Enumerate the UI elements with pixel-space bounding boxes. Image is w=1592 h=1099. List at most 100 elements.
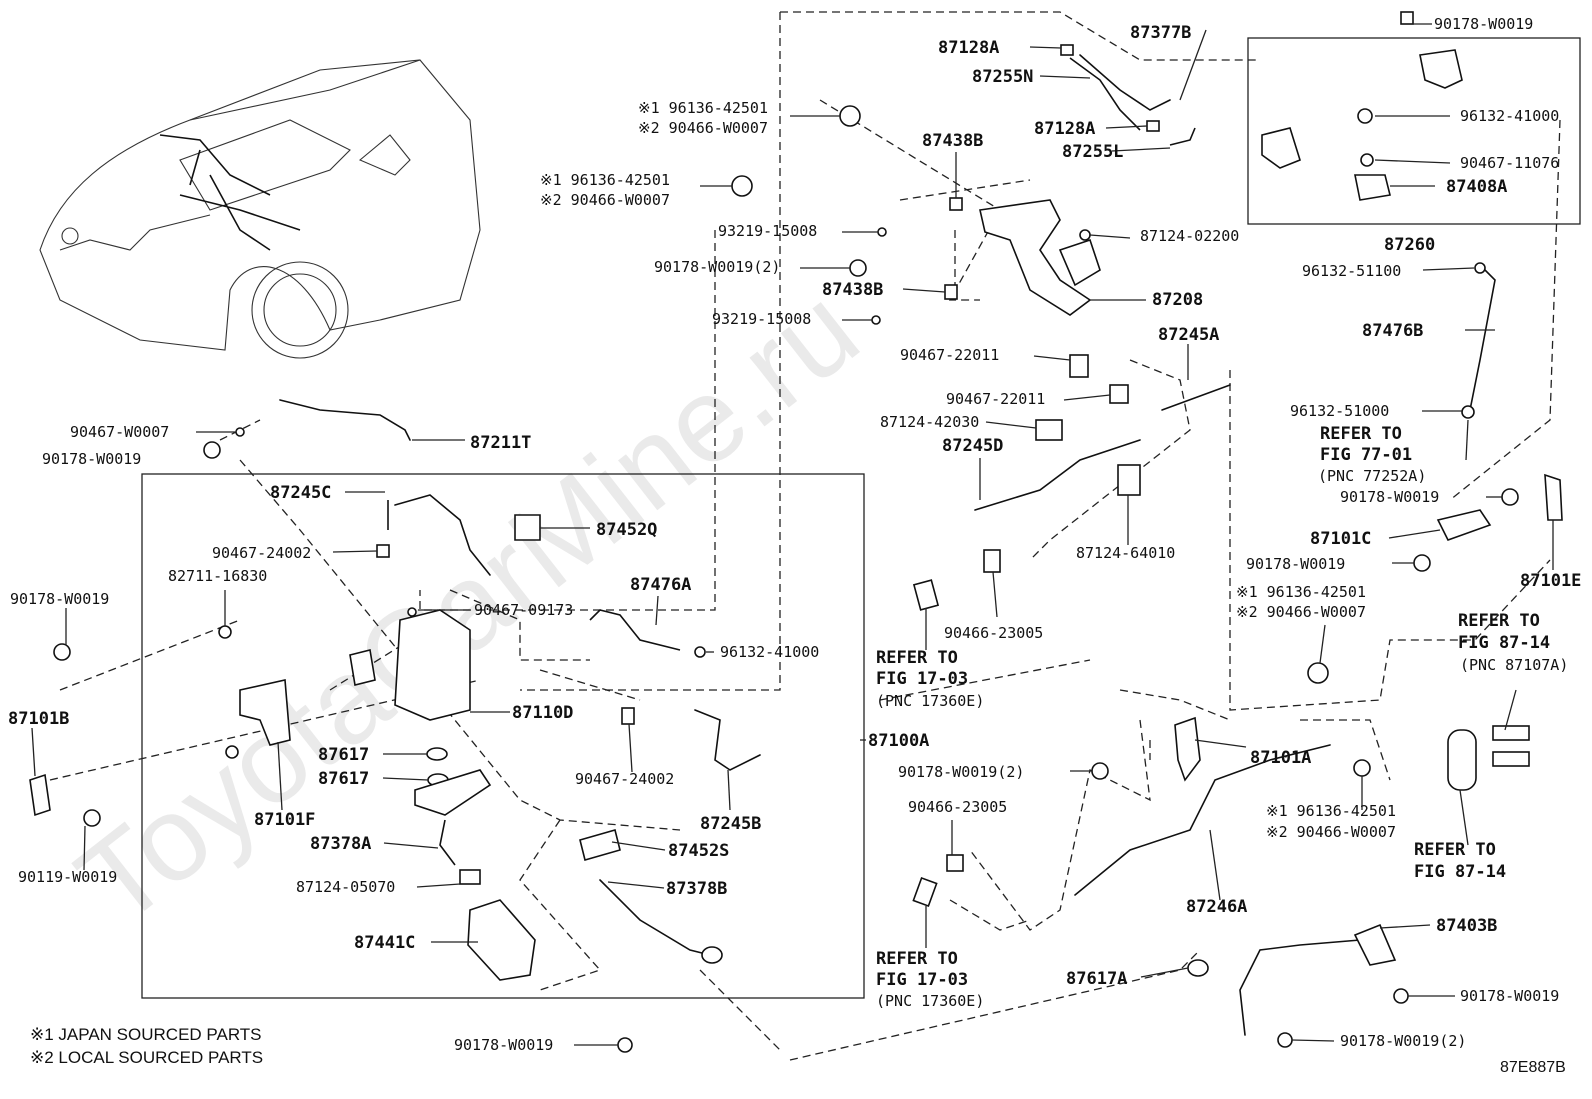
label-90178-w0019-br: 90178-W0019 xyxy=(1460,987,1559,1005)
label-90178-w0019-r1: 90178-W0019 xyxy=(1340,488,1439,506)
label-96132-51100: 96132-51100 xyxy=(1302,262,1401,280)
label-90467-24002-2: 90467-24002 xyxy=(575,770,674,788)
label-87255l: 87255L xyxy=(1062,142,1123,162)
label-96132-41000-c: 96132-41000 xyxy=(720,643,819,661)
label-87476b: 87476B xyxy=(1362,321,1423,341)
refer-8714a-line2: FIG 87-14 xyxy=(1458,633,1550,653)
label-87245b: 87245B xyxy=(700,814,761,834)
detail-87260-frame xyxy=(1247,37,1581,225)
label-87124-42030: 87124-42030 xyxy=(880,413,979,431)
refer-8714a-line1: REFER TO xyxy=(1458,611,1540,631)
refer-77-line1: REFER TO xyxy=(1320,424,1402,444)
refer-1703a-line1: REFER TO xyxy=(876,648,958,668)
label-87617a: 87617A xyxy=(1066,969,1127,989)
label-87246a: 87246A xyxy=(1186,897,1247,917)
label-87208: 87208 xyxy=(1152,290,1203,310)
label-96136-42501-c: ※1 96136-42501 xyxy=(1236,583,1366,601)
label-87260: 87260 xyxy=(1384,235,1435,255)
label-87124-02200: 87124-02200 xyxy=(1140,227,1239,245)
label-87110d: 87110D xyxy=(512,703,573,723)
label-90466-w0007-b: ※2 90466-W0007 xyxy=(540,191,670,209)
part-labels: 90178-W0019 87377B 87128A 87255N 87128A … xyxy=(8,15,1581,1054)
label-96132-51000: 96132-51000 xyxy=(1290,402,1389,420)
label-87255n: 87255N xyxy=(972,67,1033,87)
label-87245d: 87245D xyxy=(942,436,1003,456)
label-87124-64010: 87124-64010 xyxy=(1076,544,1175,562)
label-87408a: 87408A xyxy=(1446,177,1507,197)
label-87245c: 87245C xyxy=(270,483,331,503)
label-87211t: 87211T xyxy=(470,433,531,453)
label-87452s: 87452S xyxy=(668,841,729,861)
label-96136-42501-d: ※1 96136-42501 xyxy=(1266,802,1396,820)
watermark: ToyotaCarMine.ru xyxy=(54,262,883,951)
label-87101f: 87101F xyxy=(254,810,315,830)
label-93219-15008-2: 93219-15008 xyxy=(712,310,811,328)
refer-77-line3: (PNC 77252A) xyxy=(1318,467,1426,485)
label-93219-15008-1: 93219-15008 xyxy=(718,222,817,240)
refer-1703b-line1: REFER TO xyxy=(876,949,958,969)
label-87377b: 87377B xyxy=(1130,23,1191,43)
label-87452q: 87452Q xyxy=(596,520,657,540)
refer-1703a-line2: FIG 17-03 xyxy=(876,669,968,689)
label-87617-1: 87617 xyxy=(318,745,369,765)
label-90178-w0019-2a: 90178-W0019(2) xyxy=(654,258,780,276)
label-90467-09173: 90467-09173 xyxy=(474,601,573,619)
label-87101a: 87101A xyxy=(1250,748,1311,768)
label-90178-w0019-top: 90178-W0019 xyxy=(1434,15,1533,33)
part-shapes xyxy=(29,11,1563,1053)
label-90178-w0019-l2: 90178-W0019 xyxy=(10,590,109,608)
label-87101c: 87101C xyxy=(1310,529,1371,549)
label-87128a-1: 87128A xyxy=(938,38,999,58)
label-87617-2: 87617 xyxy=(318,769,369,789)
label-87403b: 87403B xyxy=(1436,916,1497,936)
refer-1703b-line2: FIG 17-03 xyxy=(876,970,968,990)
leader-lines xyxy=(31,23,1554,1046)
note-local-sourced: ※2 LOCAL SOURCED PARTS xyxy=(30,1048,263,1067)
label-90467-11076: 90467-11076 xyxy=(1460,154,1559,172)
label-90467-22011-2: 90467-22011 xyxy=(946,390,1045,408)
label-90467-22011-1: 90467-22011 xyxy=(900,346,999,364)
label-96136-42501-b: ※1 96136-42501 xyxy=(540,171,670,189)
label-96132-41000-r: 96132-41000 xyxy=(1460,107,1559,125)
label-87438b-1: 87438B xyxy=(922,131,983,151)
note-japan-sourced: ※1 JAPAN SOURCED PARTS xyxy=(30,1025,262,1044)
label-90178-w0019-bot: 90178-W0019 xyxy=(454,1036,553,1054)
label-90467-24002-1: 90467-24002 xyxy=(212,544,311,562)
label-96136-42501-a: ※1 96136-42501 xyxy=(638,99,768,117)
label-90466-w0007-a: ※2 90466-W0007 xyxy=(638,119,768,137)
label-90466-w0007-d: ※2 90466-W0007 xyxy=(1266,823,1396,841)
refer-8714b-line2: FIG 87-14 xyxy=(1414,862,1506,882)
label-87100a: 87100A xyxy=(868,731,929,751)
label-87441c: 87441C xyxy=(354,933,415,953)
refer-1703b-line3: (PNC 17360E) xyxy=(876,992,984,1010)
refer-1703a-line3: (PNC 17360E) xyxy=(876,692,984,710)
refer-8714b-line1: REFER TO xyxy=(1414,840,1496,860)
refer-8714a-line3: (PNC 87107A) xyxy=(1460,656,1568,674)
label-90467-w0007: 90467-W0007 xyxy=(70,423,169,441)
dashed-groupings xyxy=(49,11,1561,1061)
label-87438b-2: 87438B xyxy=(822,280,883,300)
label-87124-05070: 87124-05070 xyxy=(296,878,395,896)
label-90178-w0019-l1: 90178-W0019 xyxy=(42,450,141,468)
label-90466-23005-2: 90466-23005 xyxy=(944,624,1043,642)
assembly-87100A-frame xyxy=(141,473,865,999)
label-90119-w0019: 90119-W0019 xyxy=(18,868,117,886)
label-87378a: 87378A xyxy=(310,834,371,854)
label-90466-w0007-c: ※2 90466-W0007 xyxy=(1236,603,1366,621)
diagram-code: 87E887B xyxy=(1500,1059,1566,1076)
label-87245a: 87245A xyxy=(1158,325,1219,345)
label-87101b: 87101B xyxy=(8,709,69,729)
label-87128a-2: 87128A xyxy=(1034,119,1095,139)
label-87101e: 87101E xyxy=(1520,571,1581,591)
refer-77-line2: FIG 77-01 xyxy=(1320,445,1412,465)
label-90178-w0019-2b: 90178-W0019(2) xyxy=(898,763,1024,781)
label-87378b: 87378B xyxy=(666,879,727,899)
label-90178-w0019-2c: 90178-W0019(2) xyxy=(1340,1032,1466,1050)
label-82711-16830: 82711-16830 xyxy=(168,567,267,585)
label-90466-23005-1: 90466-23005 xyxy=(908,798,1007,816)
label-90178-w0019-r2: 90178-W0019 xyxy=(1246,555,1345,573)
car-illustration xyxy=(39,59,481,359)
label-87476a: 87476A xyxy=(630,575,691,595)
